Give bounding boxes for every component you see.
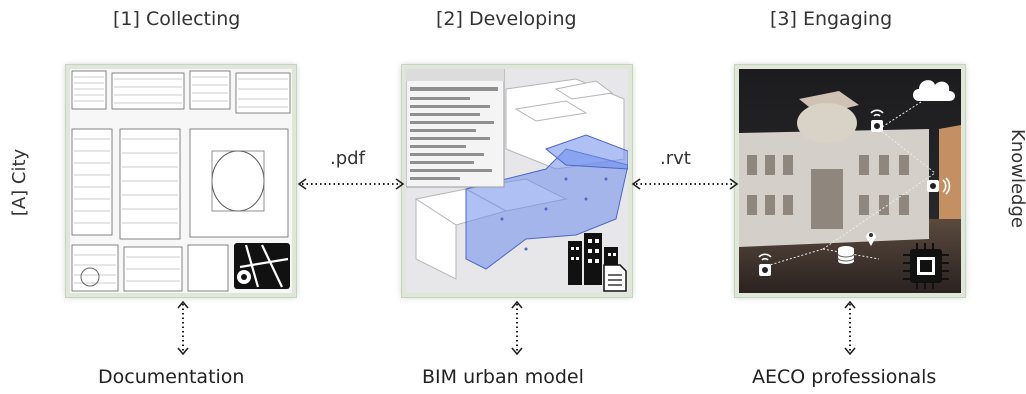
- bim-urban-model-label: BIM urban model: [422, 366, 584, 388]
- city-map-drawing: [70, 69, 292, 293]
- knowledge-side-label: Knowledge: [1006, 129, 1026, 228]
- aeco-arrow: [844, 300, 856, 356]
- chip-icon: [903, 243, 949, 289]
- bim-model-panel: [402, 65, 632, 297]
- rvt-format-label: .rvt: [660, 148, 691, 169]
- stage-title-engaging: [3] Engaging: [770, 8, 893, 30]
- wifi-sensor-icon: [758, 253, 772, 276]
- cloud-icon: [913, 80, 955, 101]
- aeco-professionals-label: AECO professionals: [752, 366, 937, 388]
- documentation-arrow: [177, 300, 189, 356]
- bim-model-arrow: [511, 300, 523, 356]
- database-icon: [837, 246, 855, 264]
- city-buildings-document-icon: [568, 233, 627, 292]
- stage-title-developing: [2] Developing: [436, 8, 577, 30]
- collect-develop-arrow: [297, 178, 405, 190]
- develop-engage-arrow: [631, 178, 739, 190]
- stage-title-collecting: [1] Collecting: [113, 8, 241, 30]
- wifi-sensor-icon: [927, 177, 951, 195]
- location-pin-icon: [866, 232, 876, 246]
- pdf-format-label: .pdf: [330, 148, 365, 169]
- documentation-label: Documentation: [98, 366, 245, 388]
- engaging-panel: [735, 65, 965, 297]
- city-map-panel: [66, 65, 296, 297]
- city-map-icon: [234, 243, 290, 289]
- wifi-sensor-icon: [870, 109, 884, 132]
- city-side-label: [A] City: [9, 148, 31, 217]
